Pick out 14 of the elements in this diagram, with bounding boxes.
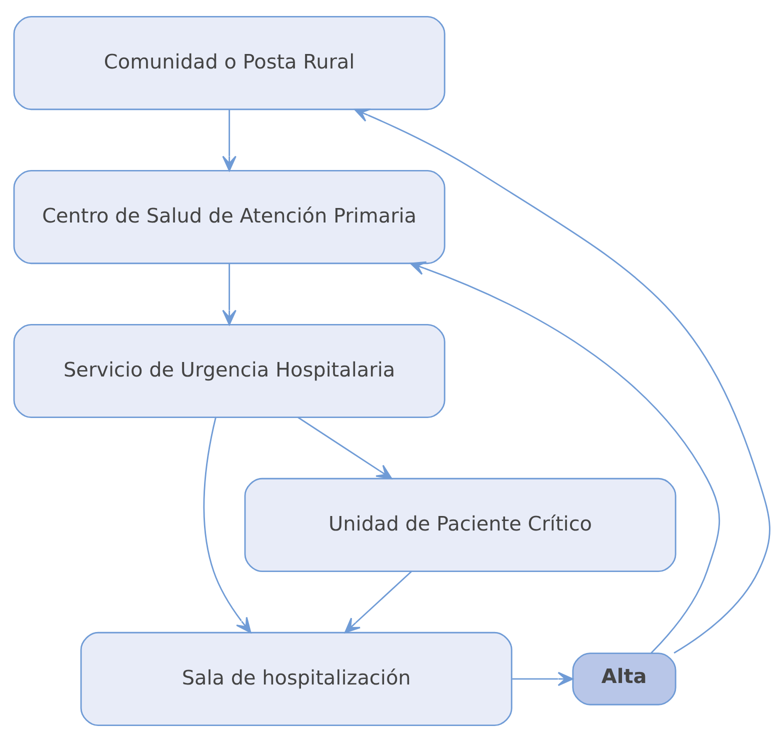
node-box: Unidad de Paciente Crítico (244, 478, 676, 572)
arrow (222, 263, 236, 326)
node-box: Alta (572, 652, 676, 706)
arrow (222, 109, 236, 172)
arrow (298, 416, 392, 480)
arrow (203, 417, 252, 634)
node-box: Sala de hospitalización (80, 632, 512, 726)
node-box: Comunidad o Posta Rural (13, 16, 446, 110)
arrow (410, 261, 720, 654)
node-box: Servicio de Urgencia Hospitalaria (13, 324, 446, 418)
arrow (344, 570, 412, 634)
arrow (354, 108, 770, 654)
node-box: Centro de Salud de Atención Primaria (13, 170, 446, 264)
arrow (512, 672, 574, 686)
